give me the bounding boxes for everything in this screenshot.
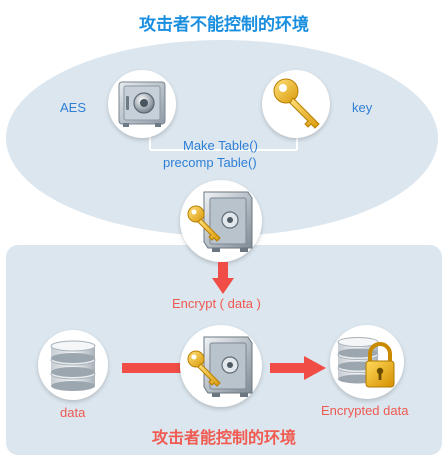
make-table-label: Make Table() <box>183 138 258 153</box>
database-icon <box>48 338 98 392</box>
encrypted-data-label: Encrypted data <box>321 403 409 418</box>
safe-icon <box>117 80 167 128</box>
key-label: key <box>352 100 373 115</box>
key-icon <box>271 76 325 132</box>
trusted-environment-title: 攻击者不能控制的环境 <box>139 15 309 35</box>
arrow-to-encrypted <box>270 356 326 380</box>
down-arrow <box>212 262 234 294</box>
encrypted-database-icon <box>336 332 400 396</box>
untrusted-environment-title: 攻击者能控制的环境 <box>151 428 296 447</box>
vault-with-key-icon-bottom <box>186 331 256 401</box>
aes-label: AES <box>60 100 87 115</box>
vault-with-key-icon <box>186 186 256 256</box>
precomp-table-label: precomp Table() <box>163 155 257 170</box>
data-label: data <box>60 405 86 420</box>
encrypt-label: Encrypt ( data ) <box>172 296 261 311</box>
arrow-to-vault <box>122 363 184 373</box>
